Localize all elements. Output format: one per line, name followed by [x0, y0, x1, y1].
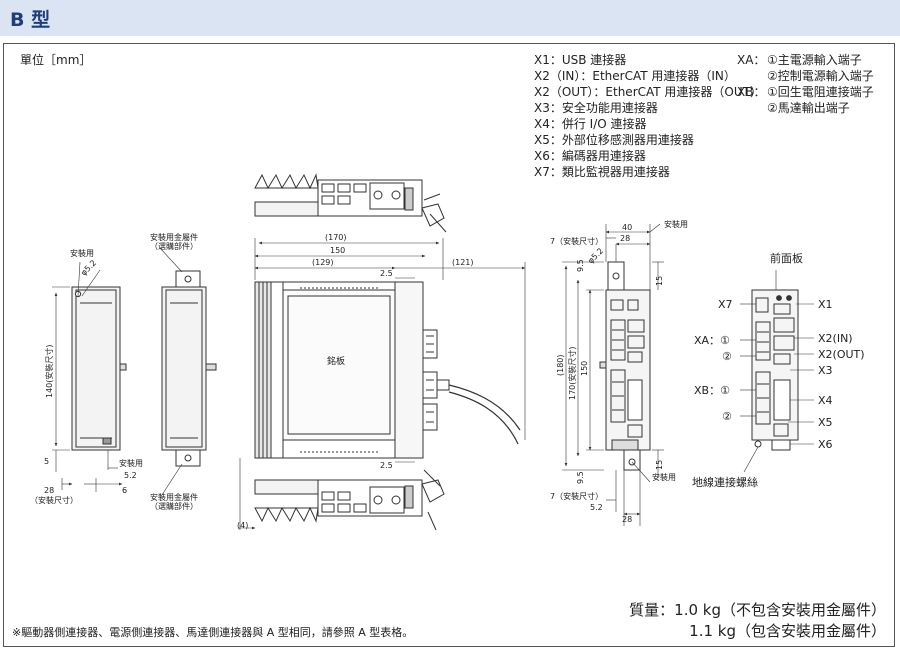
- svg-text:(170): (170): [325, 233, 347, 242]
- front-view: [562, 223, 664, 526]
- top-view: [254, 173, 447, 233]
- x6-connector: [771, 439, 791, 451]
- legend-xb-2: ②馬達輸出端子: [767, 101, 850, 115]
- svg-text:（安裝尺寸）: （安裝尺寸）: [30, 495, 78, 505]
- svg-text:安裝用: 安裝用: [652, 472, 676, 482]
- legend-x3: X3：安全功能用連接器: [534, 101, 658, 115]
- front-panel: [740, 270, 814, 473]
- xb-terminal: [755, 371, 771, 425]
- svg-text:5: 5: [44, 457, 49, 466]
- legend-xa-1: ①主電源輸入端子: [767, 53, 862, 67]
- title-banner: B 型: [0, 0, 900, 36]
- front-panel-labels: 前面板 X7 X1 X2(IN) X2(OUT) X3 X4 X5 X6 XA：…: [692, 251, 865, 489]
- svg-text:9.5: 9.5: [576, 471, 585, 484]
- legend-x7: X7：類比監視器用連接器: [534, 165, 670, 179]
- svg-text:7（安裝尺寸）: 7（安裝尺寸）: [550, 491, 603, 501]
- x3-connector: [773, 353, 791, 365]
- svg-text:28: 28: [620, 234, 630, 243]
- svg-text:170(安裝尺寸): 170(安裝尺寸): [567, 346, 577, 400]
- bracket-view: [159, 247, 217, 499]
- legend-xa-prefix: XA：: [737, 53, 766, 67]
- weight-line-2: 1.1 kg（包含安裝用金屬件）: [689, 622, 886, 640]
- svg-text:X2(OUT): X2(OUT): [818, 348, 865, 361]
- dimension-labels: 安裝用 φ5.2 140(安裝尺寸) 5 28 （安裝尺寸） 6 5.2 安裝用…: [30, 219, 688, 530]
- unit-label: 單位［mm］: [20, 53, 92, 67]
- legend-x1: X1：USB 連接器: [534, 53, 627, 67]
- svg-text:安裝用金屬件: 安裝用金屬件: [150, 232, 198, 242]
- weight-label: 質量：: [629, 601, 675, 619]
- xa-terminal: [755, 321, 771, 361]
- svg-text:φ5.2: φ5.2: [586, 246, 605, 265]
- svg-text:地線連接螺絲: 地線連接螺絲: [692, 475, 758, 489]
- legend-xa-2: ②控制電源輸入端子: [767, 69, 874, 83]
- svg-text:安裝用: 安裝用: [70, 248, 94, 258]
- x4-connector: [773, 379, 791, 421]
- svg-text:②: ②: [722, 410, 732, 423]
- svg-text:40: 40: [622, 223, 632, 232]
- legend-x5: X5：外部位移感測器用連接器: [534, 133, 694, 147]
- svg-text:②: ②: [722, 350, 732, 363]
- svg-text:（選購部件）: （選購部件）: [150, 501, 198, 511]
- nameplate-outline: [287, 295, 391, 435]
- svg-text:前面板: 前面板: [770, 251, 803, 265]
- svg-text:6: 6: [122, 486, 127, 495]
- svg-text:(4): (4): [237, 521, 248, 530]
- x7-connector: [755, 297, 769, 313]
- svg-text:（選購部件）: （選購部件）: [150, 241, 198, 251]
- svg-text:28: 28: [44, 486, 54, 495]
- svg-text:2.5: 2.5: [380, 461, 393, 470]
- svg-text:9.5: 9.5: [576, 259, 585, 272]
- legend-x2-out: X2（OUT）：EtherCAT 用連接器（OUT）: [534, 85, 762, 99]
- part-labels: 銘板: [327, 355, 345, 367]
- svg-text:(180): (180): [556, 354, 565, 376]
- svg-text:140(安裝尺寸): 140(安裝尺寸): [44, 344, 54, 398]
- svg-text:X4: X4: [818, 394, 833, 407]
- legend-x2-in: X2（IN）：EtherCAT 用連接器（IN）: [534, 69, 736, 83]
- svg-text:150: 150: [330, 246, 345, 255]
- legend-xb-prefix: XB：: [737, 85, 766, 99]
- svg-text:5.2: 5.2: [590, 503, 603, 512]
- bottom-view: [254, 469, 445, 531]
- svg-text:5.2: 5.2: [124, 471, 137, 480]
- page-title: B 型: [10, 9, 51, 31]
- svg-text:XA：①: XA：①: [694, 334, 730, 347]
- svg-text:安裝用: 安裝用: [664, 219, 688, 229]
- svg-text:X1: X1: [818, 298, 833, 311]
- svg-text:X7: X7: [718, 298, 733, 311]
- svg-text:X3: X3: [818, 364, 833, 377]
- legend-x6: X6：編碼器用連接器: [534, 149, 646, 163]
- svg-text:2.5: 2.5: [380, 269, 393, 278]
- ground-screw-icon: [754, 440, 762, 448]
- legend-xb-1: ①回生電阻連接端子: [767, 85, 874, 99]
- weight-value-without-bracket: 1.0 kg（不包含安裝用金屬件）: [674, 601, 886, 619]
- svg-text:(129): (129): [312, 258, 334, 267]
- svg-text:安裝用: 安裝用: [119, 458, 143, 468]
- svg-text:28: 28: [622, 515, 632, 524]
- left-side-view: [52, 261, 127, 492]
- svg-text:15: 15: [655, 276, 664, 286]
- svg-text:X5: X5: [818, 416, 833, 429]
- footnote: ※驅動器側連接器、電源側連接器、馬達側連接器與 A 型相同，請參照 A 型表格。: [12, 626, 414, 639]
- svg-text:7（安裝尺寸）: 7（安裝尺寸）: [550, 236, 603, 246]
- svg-text:φ5.2: φ5.2: [79, 258, 98, 277]
- x2-in-connector: [773, 317, 795, 333]
- drawing-frame: [3, 43, 895, 647]
- x2-out-connector: [773, 335, 795, 351]
- x5-connector: [773, 423, 789, 437]
- main-side-view: [238, 238, 526, 530]
- svg-text:XB：①: XB：①: [694, 384, 730, 397]
- svg-text:銘板: 銘板: [327, 355, 345, 367]
- weight-line-1: 質量：1.0 kg（不包含安裝用金屬件）: [629, 603, 886, 618]
- svg-text:(121): (121): [452, 258, 474, 267]
- legend-x4: X4：併行 I/O 連接器: [534, 117, 647, 131]
- svg-text:150: 150: [580, 361, 589, 376]
- svg-text:X2(IN): X2(IN): [818, 332, 853, 345]
- svg-text:X6: X6: [818, 438, 833, 451]
- svg-text:安裝用金屬件: 安裝用金屬件: [150, 492, 198, 502]
- svg-text:15: 15: [655, 460, 664, 470]
